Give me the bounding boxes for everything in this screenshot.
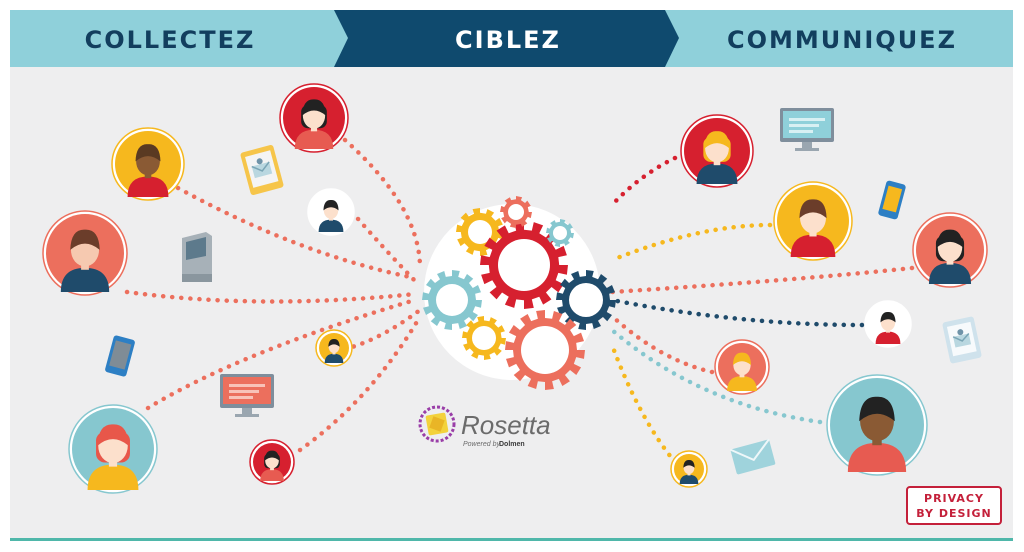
person-icon [864,300,912,348]
connector-line [124,289,418,304]
connector-line [609,155,678,208]
logo-tagline-brand: Dolmen [499,441,525,448]
person-icon [279,83,349,153]
person-icon [249,439,295,485]
step-ciblez-bg [334,10,679,67]
logo-name: Rosetta [461,410,551,440]
connector-line [175,185,418,281]
step-communiquez-label: COMMUNIQUEZ [727,26,957,54]
tablet-icon [240,145,284,195]
laptop-icon [220,374,274,417]
kiosk-icon [182,232,212,282]
rosetta-logo: Rosetta Powered by Dolmen [418,405,551,448]
person-icon [307,188,355,236]
connector-line [609,342,678,465]
connector-line [609,327,823,425]
connector-line [609,297,865,328]
connector-line [145,297,418,411]
person-icon [912,212,988,288]
person-icon [68,404,158,494]
privacy-badge-line2: BY DESIGN [916,507,991,520]
devices-layer [105,108,982,475]
gear-icon [546,219,574,247]
gear-icon [480,221,568,309]
gear-icon [462,316,506,360]
tablet-icon [942,316,982,364]
people-layer [42,83,988,494]
bottom-line [10,538,1013,541]
connector-line [609,222,773,263]
gears-icon [422,196,616,390]
step-ciblez-label: CIBLEZ [455,26,561,54]
connector-line [342,137,423,268]
gear-icon [500,196,532,228]
person-icon [826,374,928,476]
rosetta-emblem-icon [418,405,456,443]
person-icon [42,210,128,296]
gear-icon [505,310,585,390]
person-icon [670,450,708,488]
person-icon [680,114,754,188]
connector-line [609,265,915,295]
header-banner: COLLECTEZ CIBLEZ COMMUNIQUEZ [10,10,1013,67]
privacy-badge: PRIVACY BY DESIGN [906,486,1002,525]
monitor-icon [780,108,834,151]
gear-icon [556,270,616,330]
person-icon [315,329,353,367]
connector-line [609,313,715,375]
person-icon [773,181,853,261]
connector-line [297,317,421,453]
person-icon [714,339,770,395]
smartphone-icon [878,180,906,220]
gear-icon [422,270,482,330]
smartphone-icon [105,335,135,377]
connector-line [349,209,421,287]
envelope-icon [729,438,776,475]
person-icon [111,127,185,201]
privacy-badge-line1: PRIVACY [924,492,984,505]
step-collectez-label: COLLECTEZ [85,26,256,54]
logo-tagline-prefix: Powered by [463,441,500,448]
